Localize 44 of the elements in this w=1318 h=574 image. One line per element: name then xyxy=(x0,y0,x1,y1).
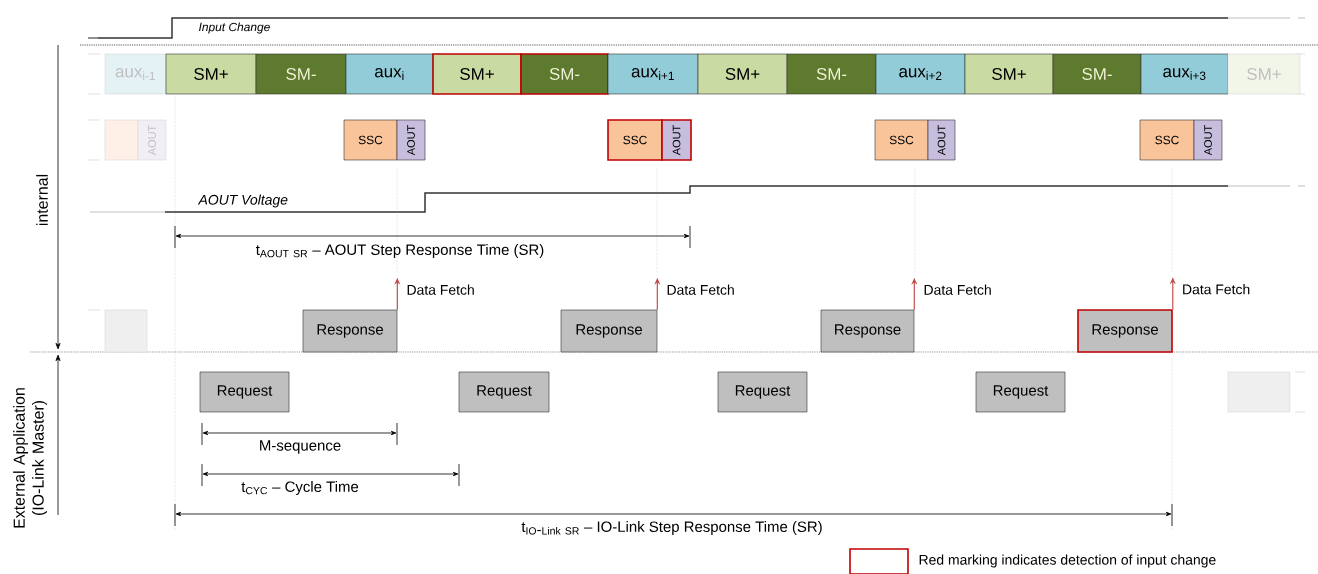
signal-label: AOUT Voltage xyxy=(197,194,288,208)
message-box: Request xyxy=(975,371,1066,413)
ssc-box: SSC xyxy=(607,119,663,161)
message-box xyxy=(1227,371,1291,413)
ssc-box: SSC xyxy=(874,119,929,161)
segment-box: aux$_{i+1}$ xyxy=(607,53,699,95)
edge-label: Data Fetch xyxy=(922,283,993,296)
edge-label: Data Fetch xyxy=(405,283,476,296)
message-box: Response xyxy=(1077,309,1173,353)
ssc-box xyxy=(104,119,139,161)
aout-box: AOUT xyxy=(396,119,426,161)
segment-box: SM- xyxy=(520,53,609,95)
message-box: Response xyxy=(560,309,658,353)
aout-box: AOUT xyxy=(661,119,692,161)
dimension-label: $\mathrm{t}_{\mathrm{CYC}}\mbox{ – Cycle Time}$ xyxy=(241,481,359,495)
segment-box: aux$_{i+2}$ xyxy=(875,53,966,95)
edge-label: Data Fetch xyxy=(665,283,736,296)
segment-box: SM- xyxy=(786,53,877,95)
message-box: Request xyxy=(199,371,290,413)
segment-box: aux$_{i+3}$ xyxy=(1140,53,1229,95)
section-label: External Application (IO-Link Master) xyxy=(13,388,47,528)
section-label: internal xyxy=(36,174,48,226)
dimension-label: $\mathrm{t}_{\mathrm{IO\mbox{-}Link\ SR}}\mbox{ – IO-Link Step Response Time (SR)}$ xyxy=(521,521,822,535)
segment-box: SM+ xyxy=(165,53,257,95)
ssc-box: SSC xyxy=(343,119,398,161)
dimension-label: M-sequence xyxy=(260,440,341,454)
legend-label: Red marking indicates detection of input change xyxy=(919,554,1216,568)
message-box: Response xyxy=(302,309,398,353)
signal-label: Input Change xyxy=(199,22,270,34)
segment-box: SM+ xyxy=(697,53,788,95)
aout-box: AOUT xyxy=(927,119,956,161)
segment-box: SM- xyxy=(1052,53,1142,95)
edge-label: Data Fetch xyxy=(1181,283,1252,296)
message-box: Request xyxy=(458,371,550,413)
message-box xyxy=(104,309,148,353)
segment-box: SM+ xyxy=(964,53,1054,95)
message-box: Response xyxy=(820,309,915,353)
dimension-label: $\mathrm{t}_{\mathrm{AOUT\ SR}}\mbox{ – AOUT Step Response Time (SR)}$ xyxy=(255,244,544,258)
ssc-box: SSC xyxy=(1139,119,1195,161)
segment-box: SM- xyxy=(255,53,347,95)
aout-box: AOUT xyxy=(1193,119,1223,161)
segment-box: SM+ xyxy=(432,53,522,95)
message-box: Request xyxy=(717,371,808,413)
segment-box: aux$_{i}$ xyxy=(345,53,434,95)
